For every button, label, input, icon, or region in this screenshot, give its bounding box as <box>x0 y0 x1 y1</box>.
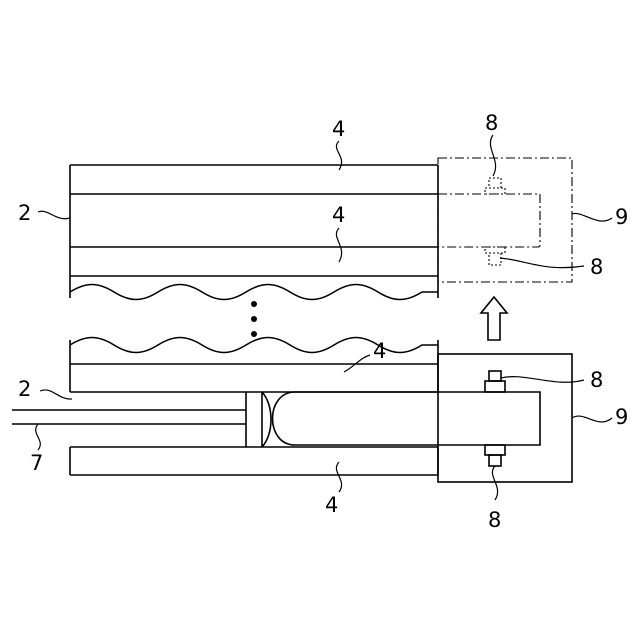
leader-9-top <box>572 213 612 221</box>
plate-phantom <box>438 194 540 247</box>
bolt-8-phantom-top <box>485 178 505 194</box>
leader-8-a <box>490 135 495 176</box>
ref-9-label-top: 9 <box>615 205 628 229</box>
ref-4-label-a: 4 <box>332 117 345 141</box>
top-assembly: 4 4 2 8 8 9 <box>18 111 628 300</box>
bottom-assembly: 4 2 7 4 8 8 9 <box>12 338 628 533</box>
housing-9-phantom <box>438 158 572 282</box>
ref-9-label-bottom: 9 <box>615 405 628 429</box>
ref-7-label: 7 <box>30 451 43 475</box>
leader-2-top <box>38 211 70 218</box>
ref-4-label-c: 4 <box>373 339 386 363</box>
leader-7 <box>36 424 41 450</box>
ref-8-label-a: 8 <box>485 111 498 135</box>
up-arrow-icon <box>481 297 507 340</box>
ref-2-label-bottom: 2 <box>18 377 31 401</box>
break-line-top <box>70 285 438 300</box>
plate <box>273 392 541 445</box>
coupling-block <box>246 392 271 447</box>
ref-8-label-d: 8 <box>488 508 501 532</box>
ref-2-label-top: 2 <box>18 201 31 225</box>
leader-4-b <box>336 228 341 262</box>
leader-9-bottom <box>572 416 612 422</box>
rod-7 <box>12 410 246 424</box>
bolt-8-phantom-bottom <box>485 247 505 265</box>
leader-8-d <box>492 466 497 500</box>
bolt-8-bottom <box>485 445 505 466</box>
ref-8-label-c: 8 <box>590 368 603 392</box>
ref-4-label-b: 4 <box>332 203 345 227</box>
leader-2-bottom <box>40 390 72 399</box>
housing-9 <box>438 354 572 482</box>
bolt-8-top <box>485 371 505 392</box>
vertical-ellipsis <box>251 301 257 337</box>
leader-4-d <box>336 462 341 492</box>
ref-4-label-d: 4 <box>325 493 338 517</box>
leader-8-b <box>500 258 584 268</box>
ref-8-label-b: 8 <box>590 255 603 279</box>
